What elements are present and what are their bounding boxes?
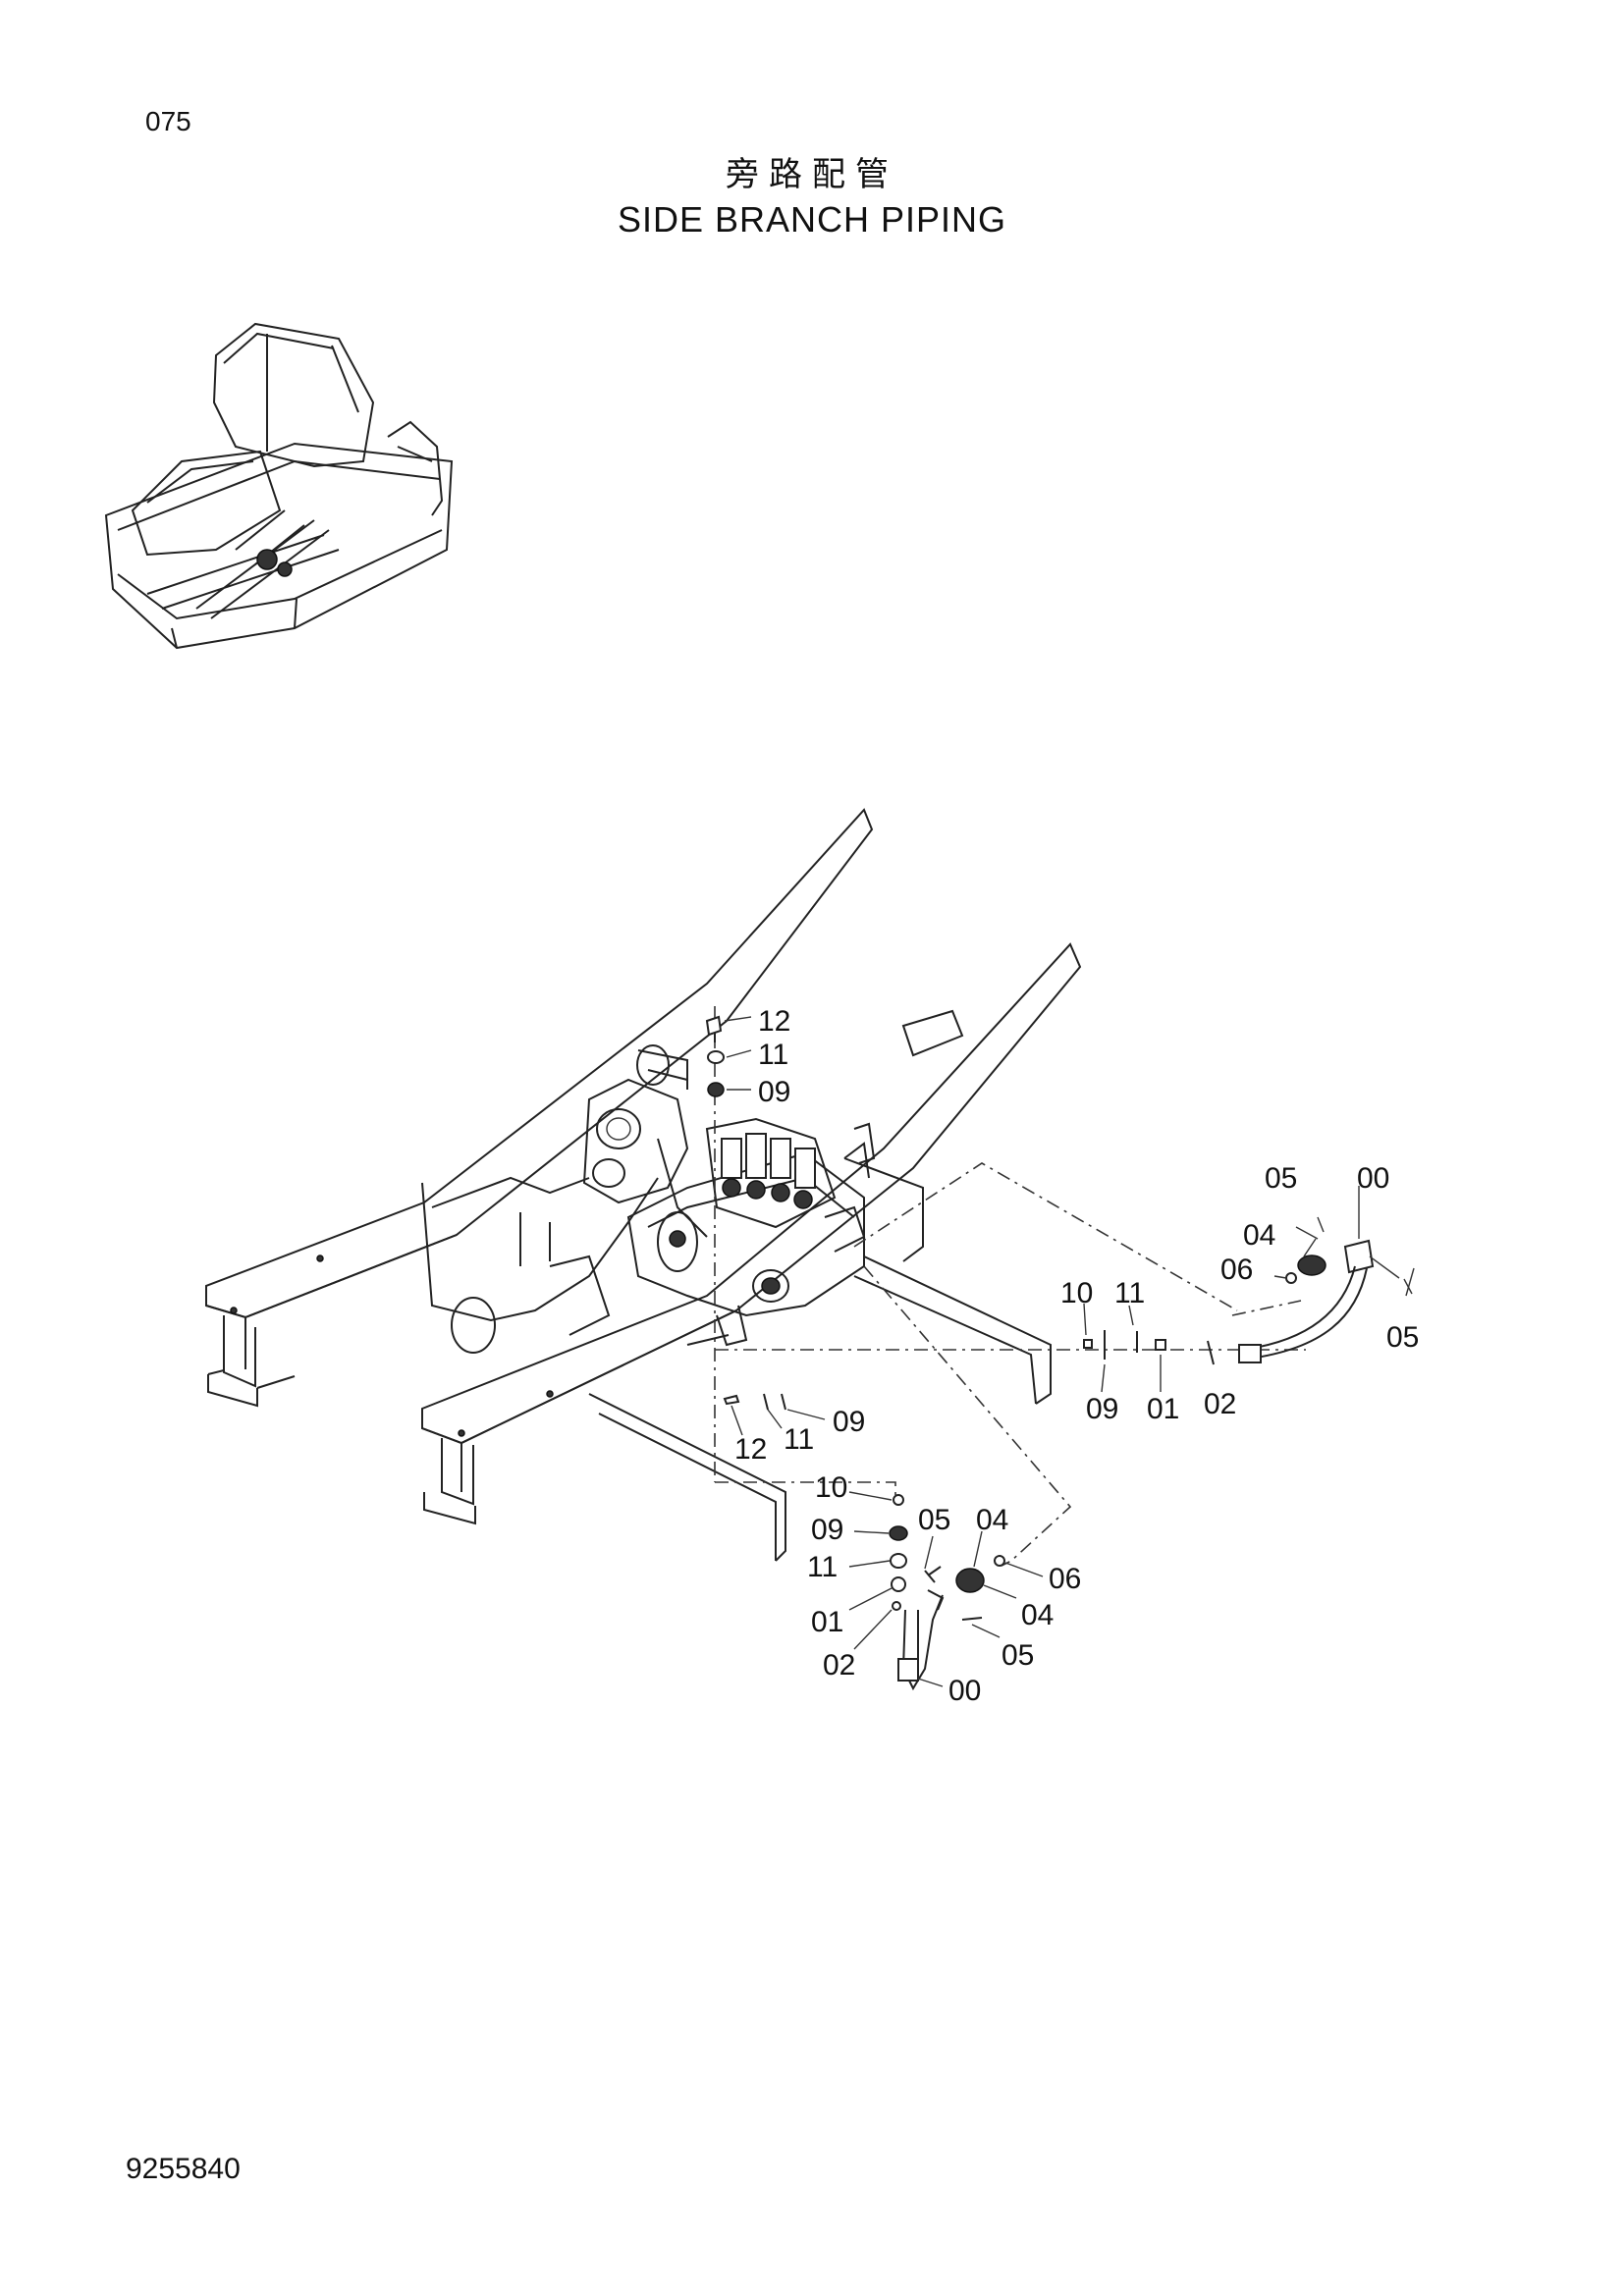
callout-09-mid: 09 <box>833 1406 865 1438</box>
upper-frame-left-rail <box>205 808 874 1408</box>
lower-hose-assembly <box>848 1491 1044 1691</box>
mid-fastener-stack <box>723 1393 826 1436</box>
page-number: 075 <box>145 106 191 136</box>
callout-02-right: 02 <box>1204 1388 1236 1420</box>
title-english: SIDE BRANCH PIPING <box>617 199 1007 240</box>
callout-04-right: 04 <box>1243 1219 1275 1252</box>
callout-12-upper: 12 <box>758 1005 790 1038</box>
upper-frame-right-rail <box>421 942 1082 1525</box>
right-hose-assembly <box>1083 1186 1415 1393</box>
upper-fastener-stack <box>705 1015 752 1097</box>
machine-overview-icon <box>104 322 454 650</box>
callout-04-lower-side: 04 <box>1021 1599 1054 1631</box>
callout-10-right: 10 <box>1060 1277 1093 1309</box>
callout-00-right-top: 00 <box>1357 1162 1389 1195</box>
callout-11-mid: 11 <box>784 1423 814 1456</box>
callout-09-right: 09 <box>1086 1393 1118 1425</box>
callout-11-lower: 11 <box>807 1551 838 1583</box>
document-number: 9255840 <box>126 2153 241 2185</box>
callout-11-upper: 11 <box>758 1039 788 1071</box>
callout-10-lower: 10 <box>815 1471 847 1504</box>
callout-00-lower: 00 <box>948 1675 981 1707</box>
callout-05-right-side: 05 <box>1386 1321 1419 1354</box>
callout-06-lower: 06 <box>1049 1563 1081 1595</box>
callout-05-right-top: 05 <box>1265 1162 1297 1195</box>
title-chinese: 旁路配管 <box>726 155 898 194</box>
callout-05-lower: 05 <box>918 1504 950 1536</box>
callout-06-right: 06 <box>1220 1254 1253 1286</box>
part-callouts: 12 11 09 05 00 04 06 05 10 11 09 01 02 0… <box>734 1005 1419 1707</box>
control-valve <box>582 1044 876 1347</box>
chain-lines <box>714 1006 1306 1567</box>
callout-01-right: 01 <box>1147 1393 1179 1425</box>
callout-09-lower: 09 <box>811 1514 843 1546</box>
callout-05-lower-side: 05 <box>1001 1639 1034 1672</box>
callout-09-upper: 09 <box>758 1076 790 1108</box>
callout-01-lower: 01 <box>811 1606 843 1638</box>
callout-02-lower: 02 <box>823 1649 855 1682</box>
callout-04-lower-top: 04 <box>976 1504 1008 1536</box>
callout-11-right: 11 <box>1114 1277 1145 1309</box>
callout-12-mid: 12 <box>734 1433 767 1466</box>
